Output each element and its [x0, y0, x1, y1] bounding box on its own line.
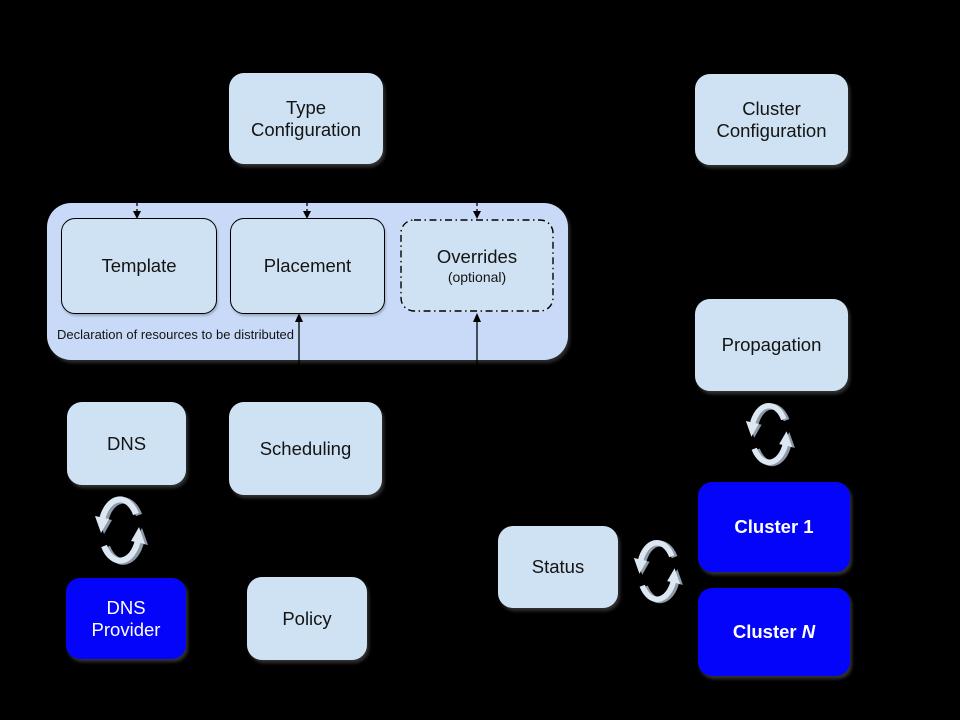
box-dns: DNS — [67, 402, 186, 485]
propagation-label: Propagation — [721, 334, 822, 355]
cluster-n-suffix: N — [801, 621, 816, 642]
overrides-optional-label: (optional) — [447, 268, 507, 285]
template-label: Template — [101, 255, 177, 276]
type-configuration-label-line2: Configuration — [250, 118, 362, 140]
dns-provider-label-line2: Provider — [91, 618, 161, 640]
status-label: Status — [531, 556, 585, 577]
box-type-configuration: Type Configuration — [229, 73, 383, 164]
overrides-dashdot-border — [400, 219, 554, 312]
dns-sync-icon — [92, 489, 148, 571]
placement-label: Placement — [263, 255, 352, 276]
box-placement: Placement — [230, 218, 385, 314]
box-policy: Policy — [247, 577, 367, 660]
box-propagation: Propagation — [695, 299, 848, 391]
box-template: Template — [61, 218, 217, 314]
box-cluster-configuration: Cluster Configuration — [695, 74, 848, 165]
dns-provider-label-line1: DNS — [106, 596, 146, 618]
box-cluster-n: Cluster N — [698, 588, 850, 676]
arrowhead-template — [133, 211, 141, 219]
arrowhead-placement — [303, 211, 311, 219]
group-caption: Declaration of resources to be distribut… — [57, 327, 295, 342]
arrowhead-overrides-top — [473, 211, 481, 219]
arrowhead-overrides-bottom — [473, 313, 481, 322]
cluster-1-label: Cluster 1 — [734, 516, 814, 537]
box-overrides: Overrides (optional) — [400, 219, 554, 312]
arrowhead-placement-bottom — [295, 313, 303, 322]
cluster-configuration-label-line2: Configuration — [716, 119, 827, 141]
type-configuration-label-line1: Type — [285, 96, 327, 118]
policy-label: Policy — [282, 607, 332, 629]
box-status: Status — [498, 526, 618, 608]
box-scheduling: Scheduling — [229, 402, 382, 495]
status-sync-icon — [630, 534, 684, 608]
cluster-n-prefix: Cluster — [732, 621, 797, 642]
scheduling-label: Scheduling — [259, 437, 352, 459]
cluster-n-label: Cluster N — [733, 621, 815, 643]
overrides-label: Overrides — [436, 245, 518, 267]
box-cluster-1: Cluster 1 — [698, 482, 850, 572]
cluster-configuration-label-line1: Cluster — [742, 97, 801, 119]
dns-label: DNS — [106, 432, 147, 454]
box-dns-provider: DNS Provider — [66, 578, 186, 659]
propagation-sync-icon — [742, 397, 796, 471]
